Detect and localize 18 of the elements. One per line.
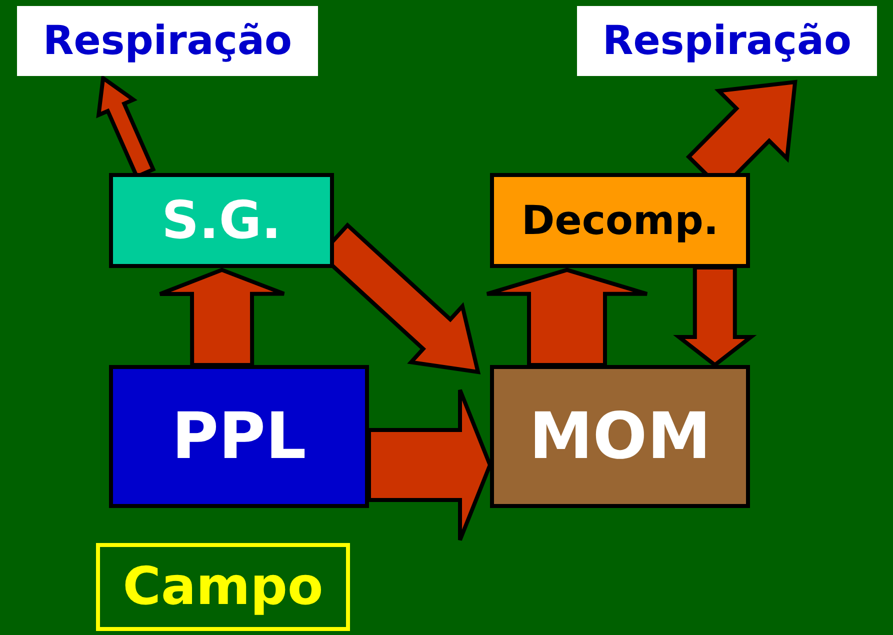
process-box (109, 173, 334, 268)
node-label: Respiração (602, 21, 852, 61)
label-box (17, 6, 318, 76)
node-label: S.G. (162, 194, 282, 246)
node-label: Campo (122, 561, 324, 613)
label-box (577, 6, 877, 76)
block-arrow (485, 268, 649, 367)
block-arrow (158, 268, 286, 367)
process-box (109, 365, 369, 508)
block-arrow (673, 266, 757, 368)
node-label: Respiração (43, 21, 292, 61)
process-box (490, 365, 750, 508)
node-label: Decomp. (521, 200, 719, 240)
block-arrow (367, 388, 492, 542)
node-label: MOM (529, 404, 711, 468)
process-box (490, 173, 750, 268)
label-box (96, 543, 350, 631)
node-label: PPL (172, 404, 306, 468)
